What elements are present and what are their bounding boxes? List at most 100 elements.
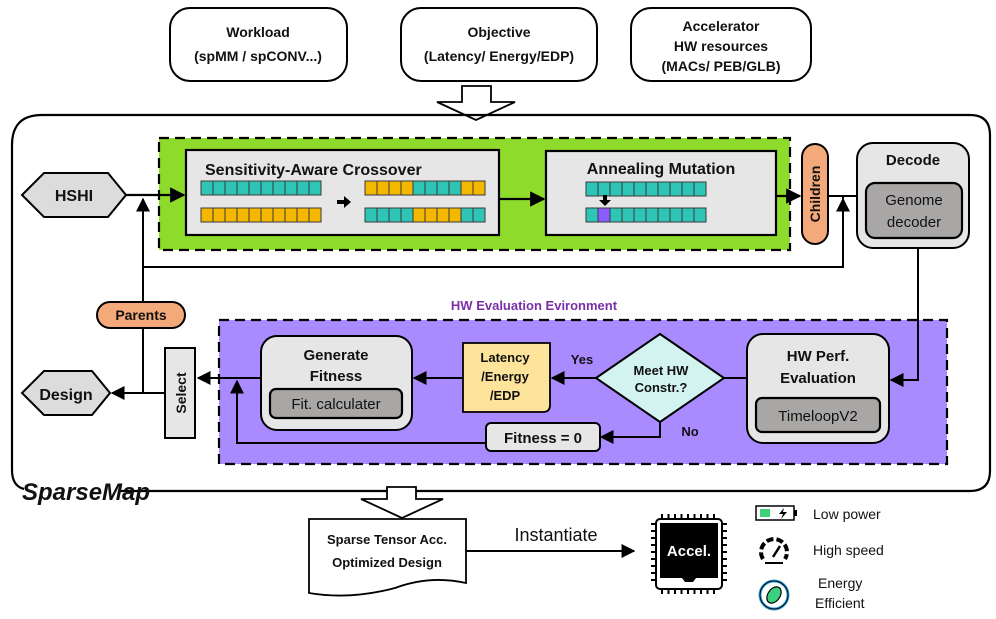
yes-label: Yes: [571, 352, 593, 367]
gene-cell: [376, 207, 390, 223]
gene-cell: [597, 181, 611, 197]
document-line-2: Optimized Design: [332, 555, 442, 570]
decode-box: Decode Genome decoder: [856, 142, 970, 249]
gene-cell: [388, 207, 402, 223]
gene-cell: [585, 207, 599, 223]
genome-child-b: [364, 207, 486, 223]
gene-cell: [669, 181, 683, 197]
genome-parent-a: [200, 180, 322, 196]
gene-cell: [472, 180, 486, 196]
workload-title: Workload: [226, 24, 290, 40]
hw-perf-eval-box: HW Perf. Evaluation TimeloopV2: [746, 333, 890, 444]
instantiate-label: Instantiate: [514, 525, 597, 545]
gene-cell: [460, 180, 474, 196]
crossover-arrow-icon: [337, 196, 351, 208]
genome-before-mutation: [585, 181, 707, 197]
input-arrow-icon: [436, 85, 516, 121]
gene-cell: [585, 181, 599, 197]
gene-cell: [621, 207, 635, 223]
crossover-title: Sensitivity-Aware Crossover: [205, 162, 422, 179]
gene-cell: [200, 180, 214, 196]
crossover-box: Sensitivity-Aware Crossover: [184, 148, 501, 237]
accelerator-detail-2: (MACs/ PEB/GLB): [662, 58, 781, 74]
legend-low-power: Low power: [813, 506, 881, 522]
document-line-1: Sparse Tensor Acc.: [327, 532, 447, 547]
gene-cell: [224, 180, 238, 196]
fitness-zero-label: Fitness = 0: [504, 430, 582, 447]
gene-cell: [248, 207, 262, 223]
gene-cell: [645, 181, 659, 197]
metrics-box: Latency /Energy /EDP: [462, 342, 551, 413]
gene-cell: [621, 181, 635, 197]
gene-cell: [693, 207, 707, 223]
fit-calculator-label: Fit. calculater: [291, 396, 380, 413]
optimized-design-document: Sparse Tensor Acc. Optimized Design: [308, 518, 467, 597]
framework-name: SparseMap: [22, 479, 150, 506]
gene-cell: [236, 207, 250, 223]
design-label: Design: [39, 387, 92, 404]
gene-cell: [388, 180, 402, 196]
gene-cell: [308, 207, 322, 223]
input-card-workload: Workload (spMM / spCONV...): [169, 7, 348, 82]
output-arrow-icon: [360, 486, 444, 519]
genome-decoder-line-2: decoder: [887, 214, 941, 231]
children-pill: Children: [801, 143, 829, 245]
gene-cell: [308, 180, 322, 196]
gene-cell: [296, 207, 310, 223]
gene-cell: [236, 180, 250, 196]
gene-cell: [460, 207, 474, 223]
hshi-node: HSHI: [20, 172, 128, 218]
design-node: Design: [20, 370, 112, 416]
gene-cell: [364, 207, 378, 223]
gene-cell: [212, 180, 226, 196]
gene-cell: [364, 180, 378, 196]
children-label: Children: [807, 166, 823, 223]
input-card-accelerator: Accelerator HW resources (MACs/ PEB/GLB): [630, 7, 812, 82]
accelerator-title: Accelerator: [682, 18, 760, 34]
gene-cell: [657, 207, 671, 223]
metrics-line-1: Latency: [480, 350, 530, 365]
constraint-decision: Meet HW Constr.?: [594, 332, 726, 424]
hw-perf-line-1: HW Perf.: [787, 348, 850, 365]
gene-cell: [284, 207, 298, 223]
gene-cell: [248, 180, 262, 196]
hw-perf-line-2: Evaluation: [780, 370, 856, 387]
gene-cell: [412, 207, 426, 223]
gene-cell: [681, 207, 695, 223]
parents-pill: Parents: [96, 301, 186, 329]
flow-line: [236, 384, 486, 444]
mutation-box: Annealing Mutation: [544, 149, 778, 237]
gene-cell: [633, 207, 647, 223]
gene-cell: [296, 180, 310, 196]
genome-child-a: [364, 180, 486, 196]
legend-energy: Energy: [818, 575, 862, 591]
gene-cell: [472, 207, 486, 223]
metrics-line-3: /EDP: [490, 388, 521, 403]
genome-after-mutation: [585, 207, 707, 223]
speedometer-icon: [759, 537, 789, 564]
gene-cell: [200, 207, 214, 223]
flow-line: [602, 422, 661, 438]
accelerator-detail-1: HW resources: [674, 38, 768, 54]
legend-efficient: Efficient: [815, 595, 865, 611]
accelerator-chip-icon: Accel.: [651, 514, 727, 594]
gene-cell: [633, 181, 647, 197]
genome-parent-b: [200, 207, 322, 223]
parents-label: Parents: [115, 307, 167, 323]
battery-icon: [755, 505, 797, 521]
gene-cell: [448, 180, 462, 196]
gene-cell: [597, 207, 611, 223]
gene-cell: [260, 207, 274, 223]
gene-cell: [376, 180, 390, 196]
constraint-line-2: Constr.?: [635, 380, 688, 395]
workload-detail: (spMM / spCONV...): [194, 48, 322, 64]
gene-cell: [424, 180, 438, 196]
select-label: Select: [173, 372, 189, 414]
gene-cell: [400, 207, 414, 223]
gene-cell: [424, 207, 438, 223]
gene-cell: [284, 180, 298, 196]
sparsemap-frame: [10, 113, 992, 493]
gene-cell: [260, 180, 274, 196]
constraint-line-1: Meet HW: [634, 363, 690, 378]
